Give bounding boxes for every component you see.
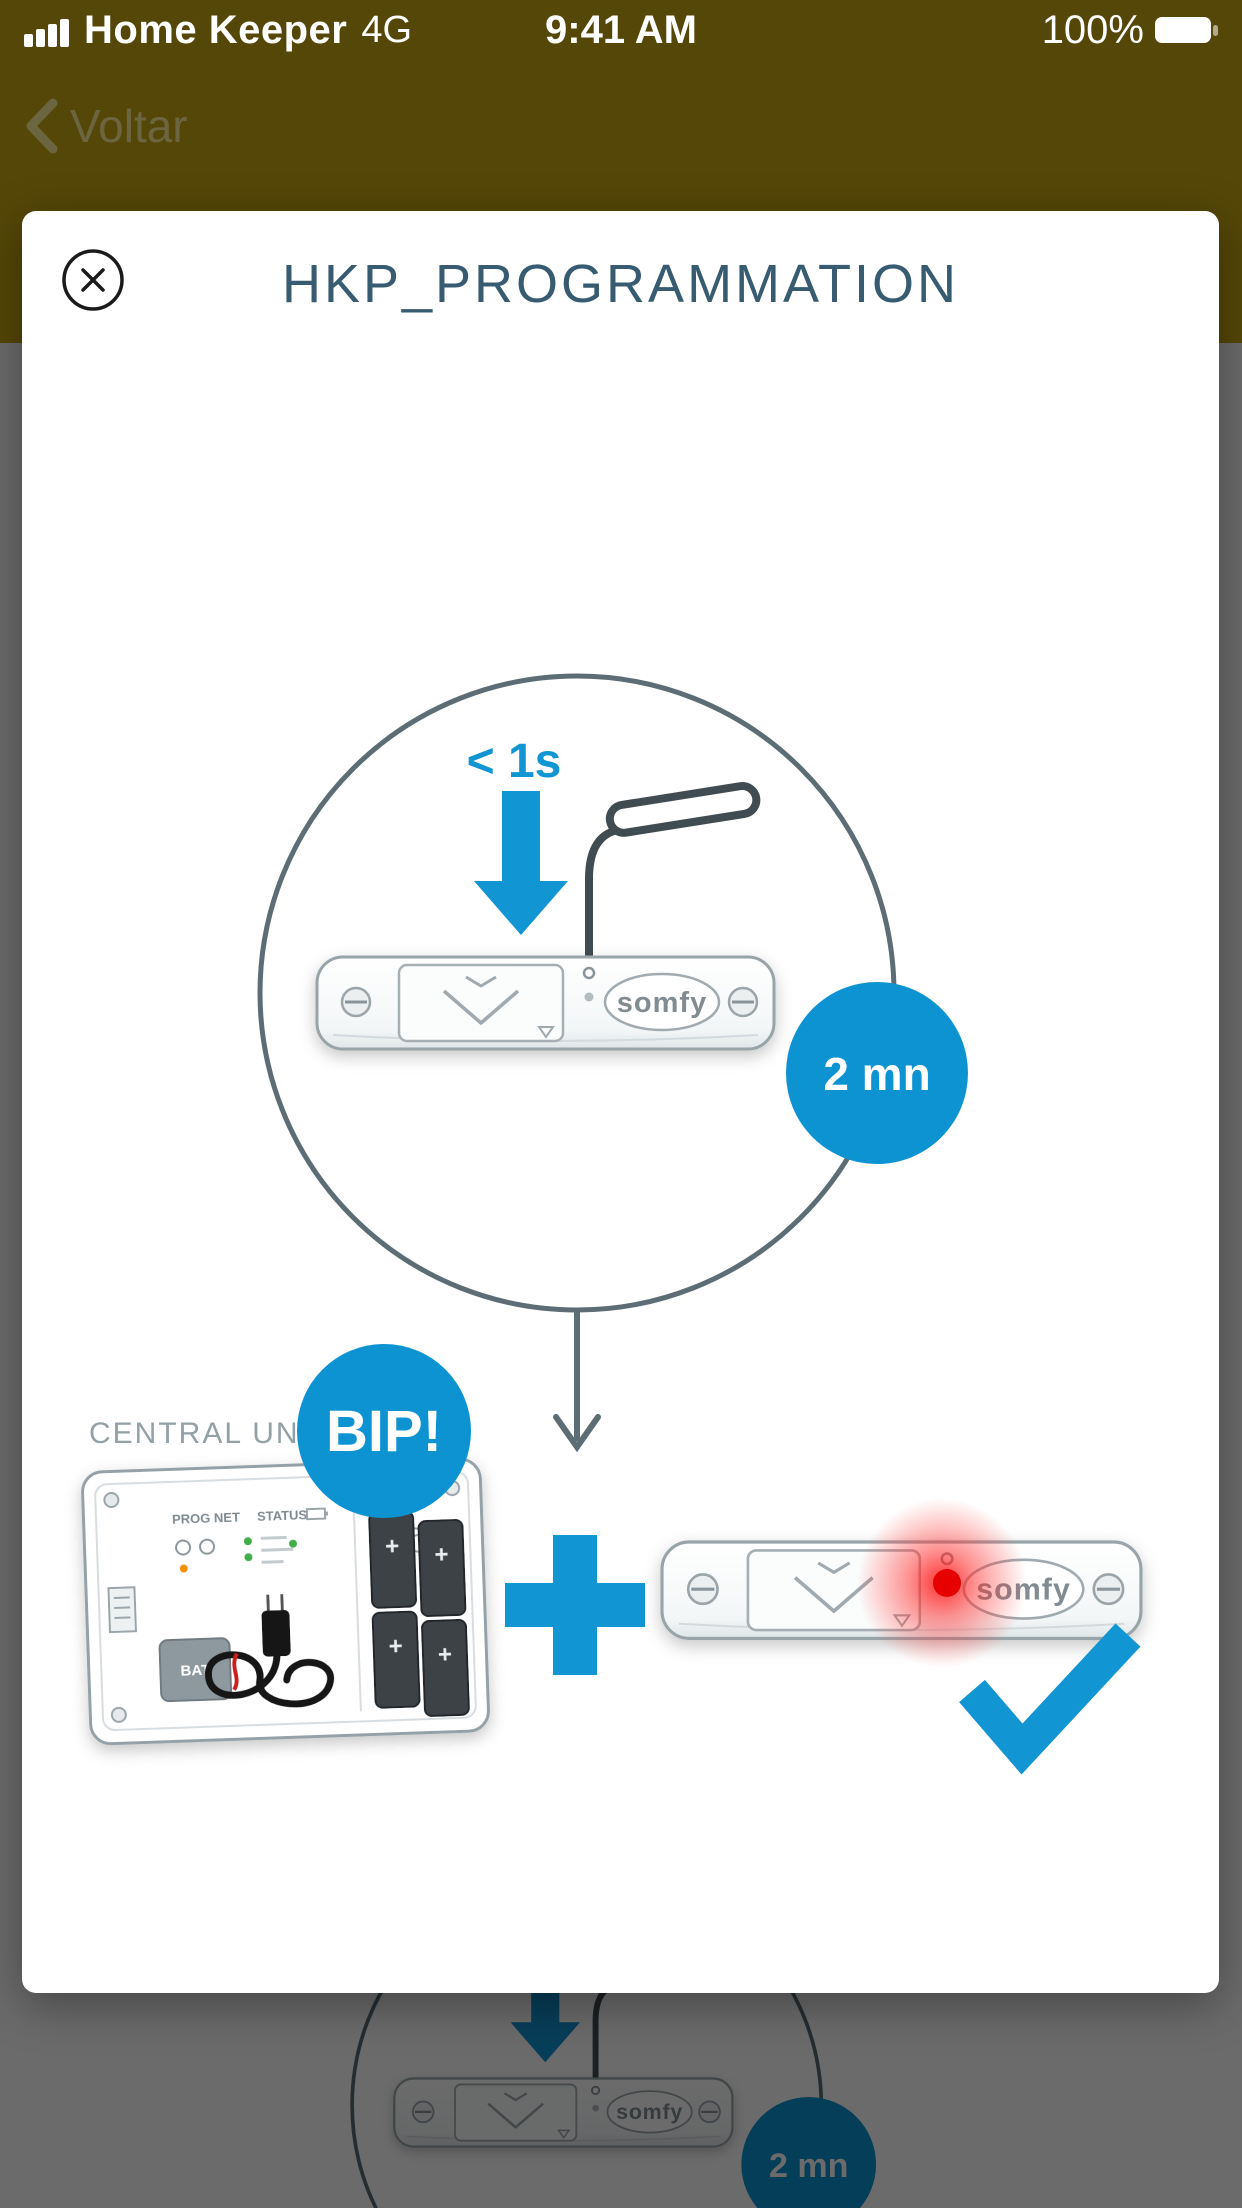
- plus-icon: [505, 1535, 645, 1675]
- modal-title: HKP_PROGRAMMATION: [281, 254, 960, 314]
- signal-strength-icon: [24, 19, 69, 47]
- status-bar: Home Keeper 4G 9:41 AM 100%: [0, 0, 1242, 60]
- network-type-label: 4G: [361, 8, 413, 51]
- flow-arrow-icon: [553, 1312, 601, 1453]
- battery-icon: [1155, 17, 1218, 43]
- clock-label: 9:41 AM: [545, 7, 697, 52]
- carrier-label: Home Keeper: [84, 7, 348, 52]
- checkmark-icon: [959, 1623, 1141, 1775]
- prog-net-label: PROG NET: [172, 1510, 240, 1527]
- battery-plus-label: +: [434, 1541, 449, 1568]
- battery-percent-label: 100%: [1041, 7, 1144, 52]
- battery-plus-label: +: [385, 1533, 400, 1560]
- instruction-modal: CENTRAL UNIT PROG NET STATUS: [22, 211, 1219, 1993]
- led-red-dot: [933, 1569, 961, 1597]
- battery-plus-label: +: [388, 1633, 403, 1660]
- beep-badge: BIP!: [297, 1344, 471, 1518]
- status-right-group: 100%: [1042, 0, 1220, 60]
- close-icon: [62, 249, 124, 311]
- bat-module-label: BAT: [180, 1662, 210, 1680]
- back-button[interactable]: Voltar: [24, 60, 188, 192]
- status-label: STATUS: [257, 1507, 308, 1524]
- back-button-label: Voltar: [70, 100, 188, 152]
- battery-plus-label: +: [438, 1641, 453, 1668]
- close-button[interactable]: [60, 247, 126, 313]
- beep-badge-label: BIP!: [326, 1399, 442, 1464]
- central-unit-details: PROG NET STATUS: [103, 1480, 470, 1723]
- instruction-diagram: CENTRAL UNIT PROG NET STATUS: [81, 211, 1143, 1775]
- central-unit-illustration: PROG NET STATUS: [81, 1457, 490, 1746]
- back-chevron-icon: [26, 98, 58, 154]
- status-left-group: Home Keeper 4G: [24, 0, 412, 60]
- central-unit-label: CENTRAL UNIT: [89, 1417, 330, 1450]
